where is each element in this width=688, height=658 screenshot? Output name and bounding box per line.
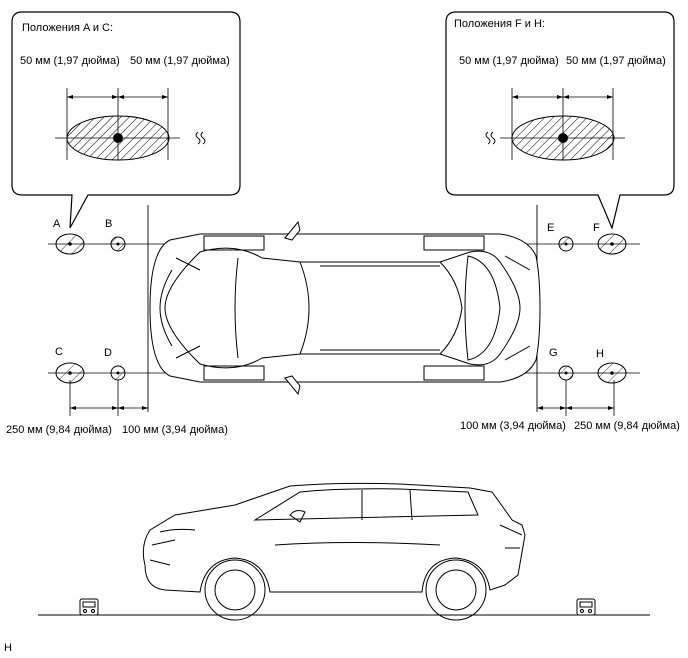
target-f bbox=[597, 233, 627, 255]
position-label-g: G bbox=[549, 347, 558, 359]
target-g bbox=[558, 365, 574, 381]
callout-right-title: Положения F и H: bbox=[454, 18, 546, 30]
car-side-view bbox=[38, 482, 650, 621]
target-c bbox=[55, 362, 85, 384]
callout-right-dim-left: 50 мм (1,97 дюйма) bbox=[459, 55, 559, 67]
target-e bbox=[558, 236, 574, 252]
dimension-rear-250: 250 мм (9,84 дюйма) bbox=[574, 420, 680, 432]
position-label-h: H bbox=[596, 348, 604, 360]
target-b bbox=[110, 236, 126, 252]
callout-right-dim-right: 50 мм (1,97 дюйма) bbox=[566, 55, 666, 67]
dimension-front-100: 100 мм (3,94 дюйма) bbox=[122, 424, 228, 436]
target-h bbox=[597, 362, 627, 384]
callout-left-title: Положения A и C: bbox=[22, 22, 114, 34]
dimension-front-250: 250 мм (9,84 дюйма) bbox=[6, 424, 112, 436]
dimension-rear-100: 100 мм (3,94 дюйма) bbox=[460, 420, 566, 432]
position-label-a: A bbox=[53, 218, 61, 230]
position-label-d: D bbox=[104, 347, 112, 359]
target-d bbox=[110, 365, 126, 381]
position-label-f: F bbox=[593, 222, 600, 234]
measuring-device-rear bbox=[576, 598, 596, 616]
target-a bbox=[55, 233, 85, 255]
target-detail-right bbox=[485, 88, 625, 161]
position-label-b: B bbox=[105, 218, 113, 230]
position-label-e: E bbox=[547, 222, 555, 234]
car-top-view bbox=[149, 220, 541, 396]
target-detail-left bbox=[55, 88, 206, 161]
callout-left-dim-right: 50 мм (1,97 дюйма) bbox=[130, 55, 230, 67]
figure-code: H bbox=[4, 642, 12, 654]
position-label-c: C bbox=[55, 346, 63, 358]
callout-left-dim-left: 50 мм (1,97 дюйма) bbox=[20, 55, 120, 67]
measuring-device-front bbox=[79, 598, 99, 616]
